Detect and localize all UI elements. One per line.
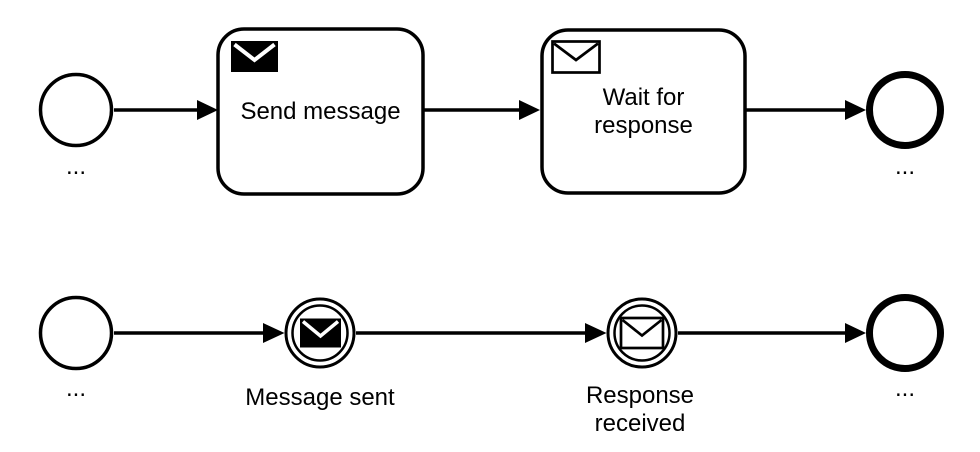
message-catch-event (606, 297, 678, 369)
end-event-label-top: ... (894, 153, 915, 180)
message-filled-icon (300, 318, 341, 348)
sequence-flow-bottom-1 (114, 323, 285, 343)
sequence-flow-bottom-2 (356, 323, 607, 343)
arrowhead-icon (263, 323, 285, 343)
receive-task (540, 28, 747, 195)
message-filled-icon (231, 41, 278, 72)
end-event-label-bottom: ... (894, 375, 915, 402)
sequence-flow-top-1 (114, 100, 218, 120)
message-throw-event (284, 297, 356, 369)
arrowhead-icon (197, 100, 218, 120)
end-event-bottom (866, 294, 944, 372)
send-task-label: Send message (240, 97, 401, 125)
arrowhead-icon (519, 100, 540, 120)
message-outline-icon (619, 316, 665, 350)
receive-task-label-text: Wait for response (594, 83, 693, 139)
receive-task-label: Wait for response (542, 30, 745, 193)
send-task (216, 27, 425, 196)
sequence-flow-bottom-3 (678, 323, 866, 343)
end-event-top (866, 71, 944, 149)
start-event-label-top: ... (65, 153, 86, 180)
arrowhead-icon (845, 100, 866, 120)
message-throw-event-label: Message sent (245, 384, 395, 411)
message-catch-event-label-text: Response received (585, 382, 695, 437)
arrowhead-icon (585, 323, 607, 343)
start-event-label-bottom: ... (65, 375, 86, 402)
sequence-flow-top-2 (424, 100, 540, 120)
start-event-top (38, 72, 114, 148)
arrowhead-icon (845, 323, 866, 343)
start-event-bottom (38, 295, 114, 371)
message-outline-icon (551, 40, 601, 74)
sequence-flow-top-3 (746, 100, 866, 120)
message-catch-event-label: Response received (540, 382, 740, 438)
